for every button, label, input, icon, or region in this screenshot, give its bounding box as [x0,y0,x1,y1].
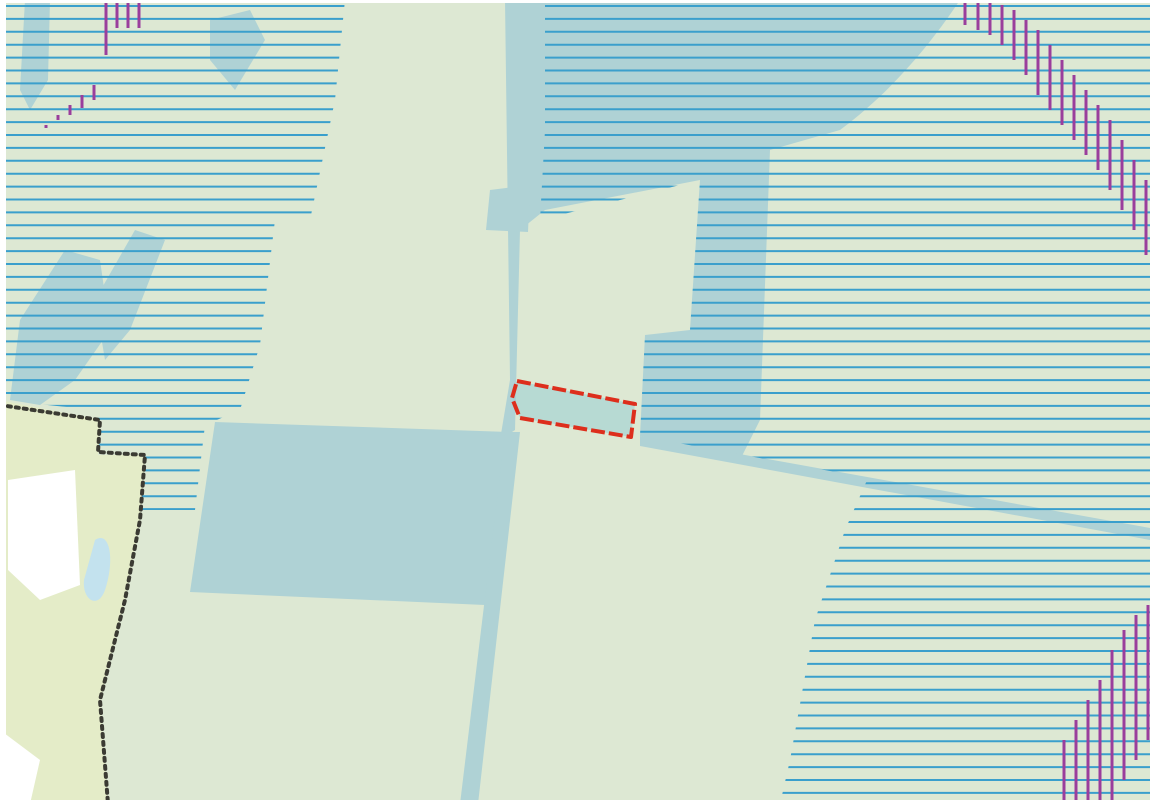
water-zone-patch [486,185,530,232]
water-zone-channel [460,432,520,800]
water-zone-center [190,422,510,605]
village-building-block [6,734,40,800]
village-building-block [8,470,80,600]
water-zone-diagonal [640,436,1150,540]
village-boundary [6,403,148,800]
selected-parcel-outline [510,379,637,439]
selected-parcel[interactable] [510,379,637,439]
water-zone-north [500,2,959,460]
village-area [6,401,148,800]
village-pond [83,538,111,601]
vertical-hatch-layer [44,2,1150,800]
